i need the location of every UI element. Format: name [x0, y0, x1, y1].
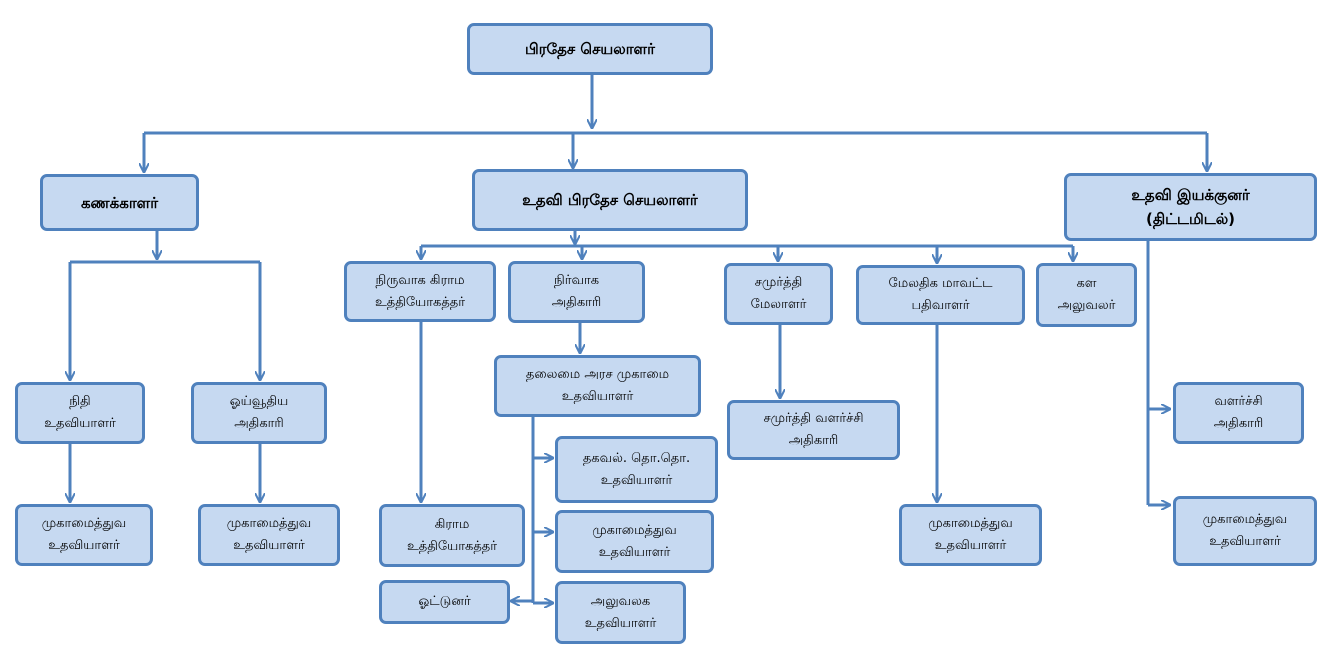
- node-pension-officer: ஓய்வூதிய அதிகாரி: [191, 382, 327, 444]
- node-assistant-divisional-secretary: உதவி பிரதேச செயலாளர்: [472, 169, 748, 231]
- node-grama-officer: கிராம உத்தியோகத்தர்: [379, 504, 525, 567]
- node-additional-district-registrar: மேலதிக மாவட்ட பதிவாளர்: [856, 265, 1025, 325]
- node-samurdhi-development-officer: சமுர்த்தி வளர்ச்சி அதிகாரி: [727, 400, 900, 460]
- node-field-officer: கள அலுவலர்: [1036, 263, 1137, 327]
- node-divisional-secretary: பிரதேச செயலாளர்: [467, 23, 713, 75]
- node-accountant: கணக்காளர்: [40, 174, 199, 231]
- node-mgmt-assistant-admin: முகாமைத்துவ உதவியாளர்: [555, 510, 714, 573]
- node-office-assistant: அலுவலக உதவியாளர்: [555, 581, 686, 644]
- node-driver: ஓட்டுனர்: [379, 580, 510, 624]
- node-mgmt-assistant-pension: முகாமைத்துவ உதவியாளர்: [198, 504, 340, 566]
- node-it-assistant: தகவல். தொ.தொ. உதவியாளர்: [555, 436, 718, 503]
- node-development-officer: வளர்ச்சி அதிகாரி: [1173, 382, 1304, 444]
- node-administrative-officer: நிர்வாக அதிகாரி: [508, 261, 645, 323]
- node-assistant-director-planning: உதவி இயக்குனர் (திட்டமிடல்): [1064, 173, 1317, 241]
- node-samurdhi-manager: சமுர்த்தி மேலாளர்: [724, 263, 833, 325]
- node-admin-grama-officer: நிருவாக கிராம உத்தியோகத்தர்: [344, 261, 496, 322]
- node-chief-mgmt-assistant: தலைமை அரச முகாமை உதவியாளர்: [494, 355, 701, 417]
- node-finance-assistant: நிதி உதவியாளர்: [15, 382, 145, 444]
- node-mgmt-assistant-planning: முகாமைத்துவ உதவியாளர்: [1173, 496, 1317, 566]
- node-mgmt-assistant-finance: முகாமைத்துவ உதவியாளர்: [15, 504, 153, 566]
- node-mgmt-assistant-registrar: முகாமைத்துவ உதவியாளர்: [899, 504, 1042, 566]
